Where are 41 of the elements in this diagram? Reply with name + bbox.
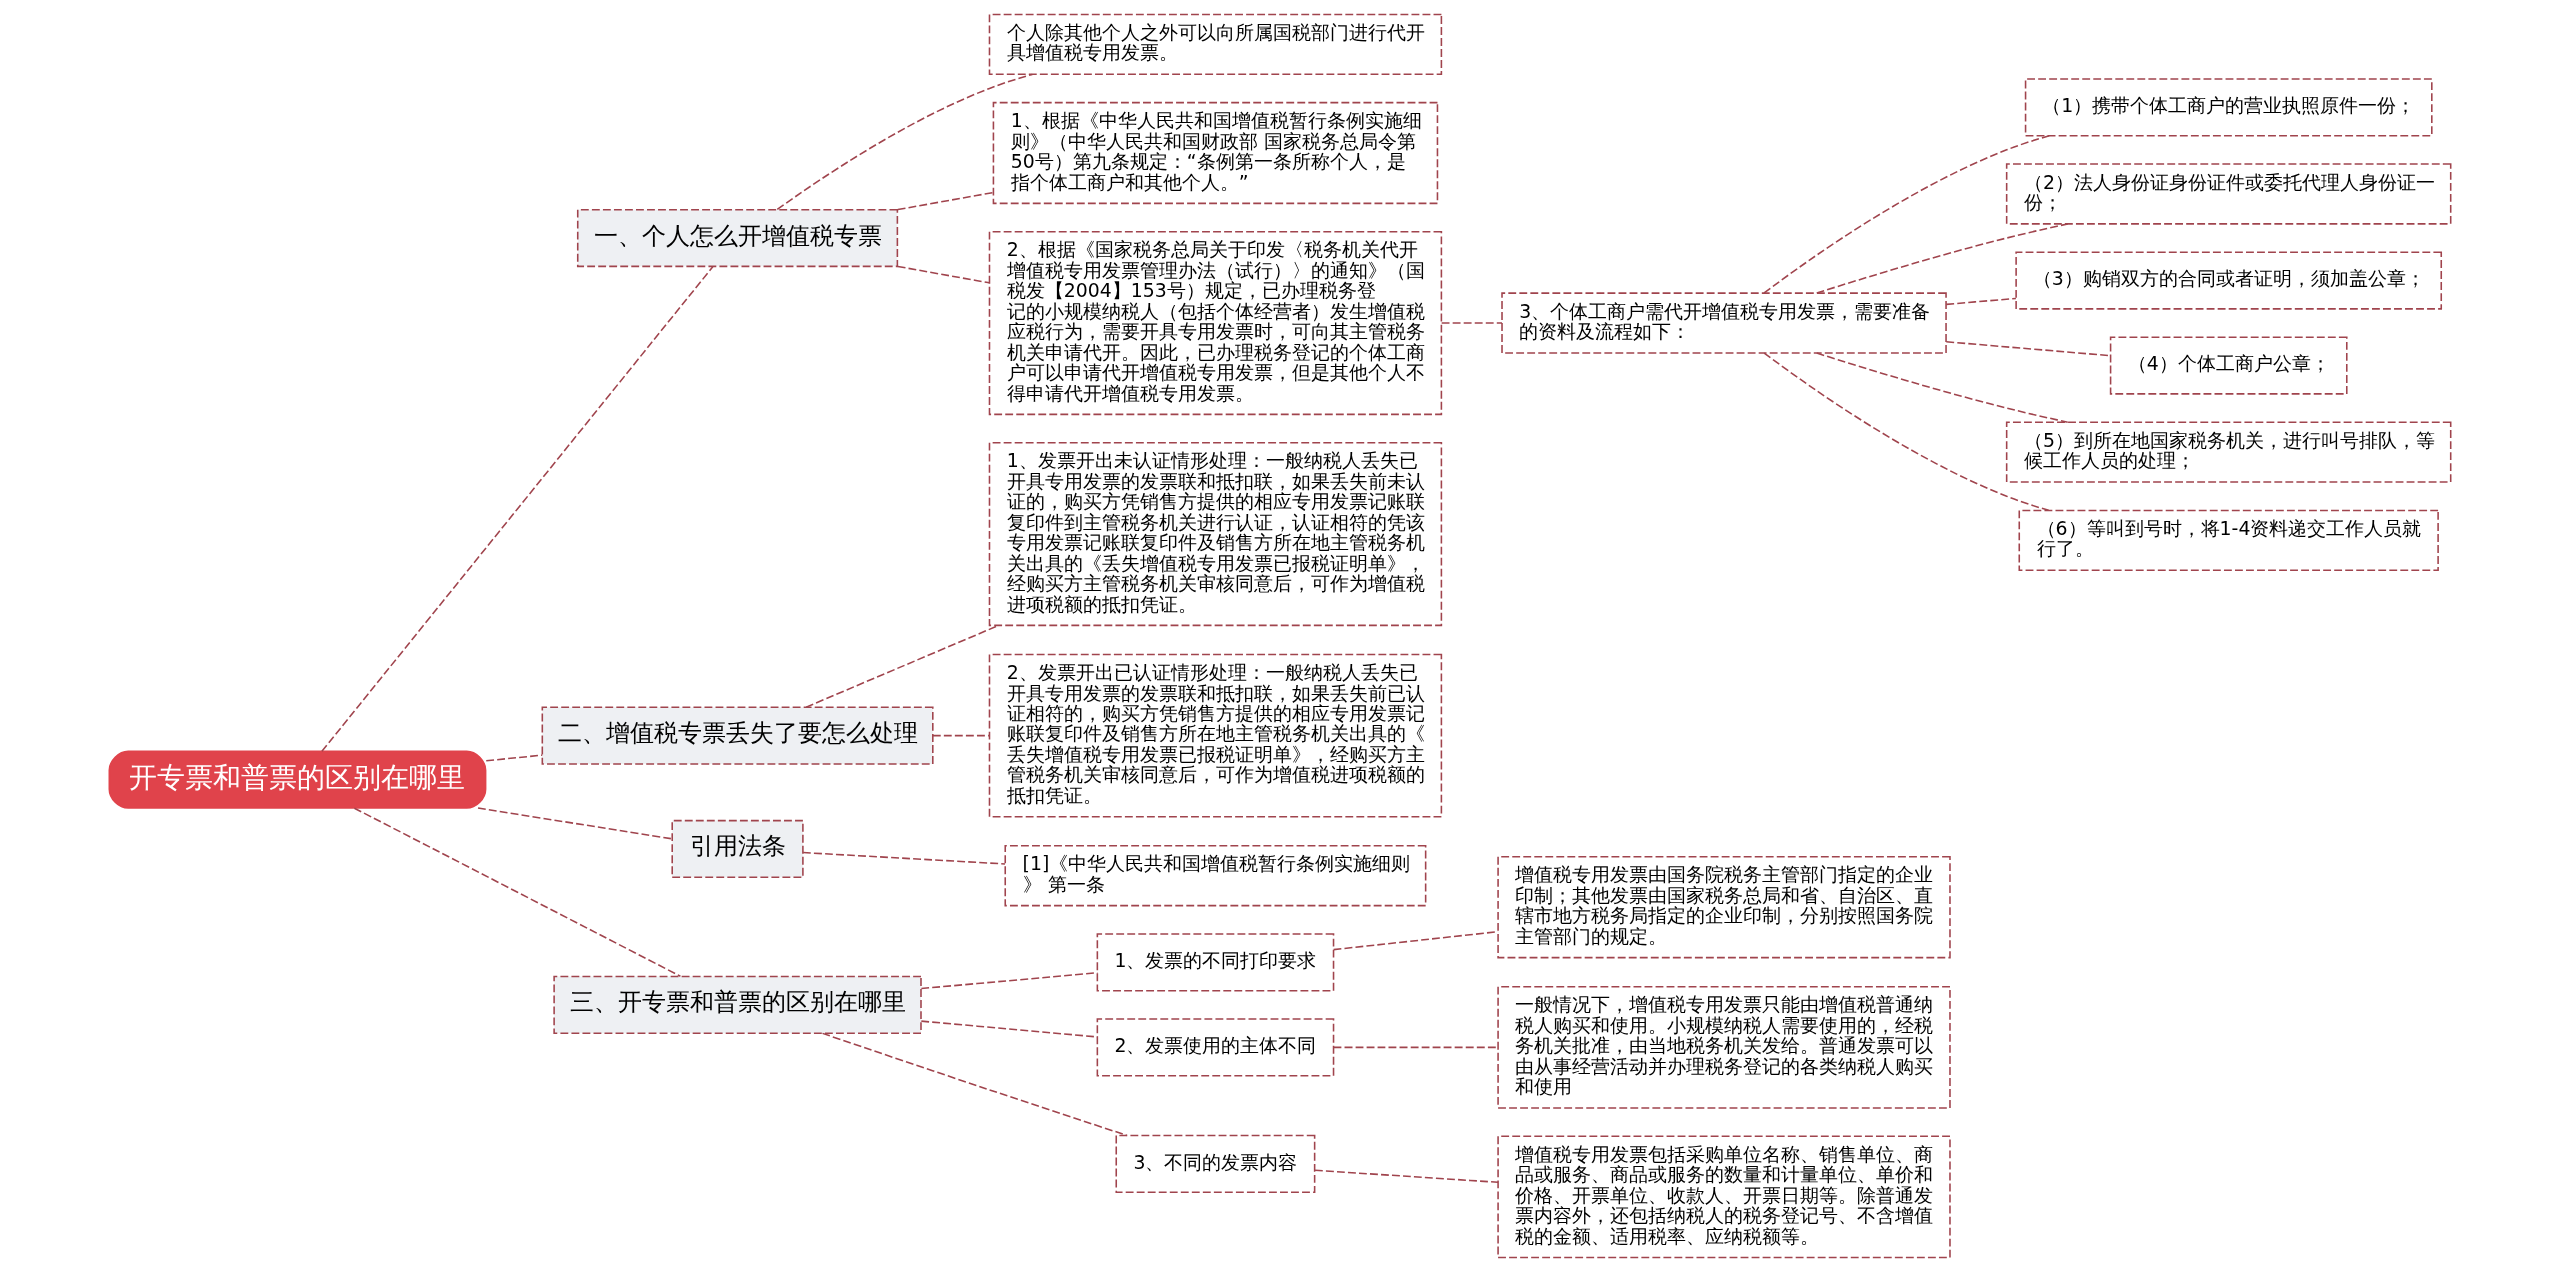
connector bbox=[932, 734, 990, 737]
connector bbox=[1815, 352, 2069, 423]
connector bbox=[1945, 297, 2017, 306]
node-box: 1、发票开出未认证情形处理：一般纳税人丢失已开具专用发票的发票联和抵扣联，如果丢失前未认证的，购买方凭销售方提供的相应专用发票记账联复印件到主管税务机关进行认证，认证相符的凭该专用发票记账联复印件及销售方所在地主管税务机关出具的《丢失增值税专用发票已报税证明单》，经购买方主管税务机关审核同意后，可作为增值税进项税额的抵扣凭证。 bbox=[988, 441, 1443, 627]
node-box: 引用法条 bbox=[671, 819, 804, 879]
connector bbox=[897, 265, 991, 284]
connector bbox=[1763, 135, 2051, 294]
node-box: 一、个人怎么开增值税专票 bbox=[576, 208, 899, 268]
node-box: 1、发票的不同打印要求 bbox=[1096, 933, 1335, 992]
node-box: 增值税专用发票由国务院税务主管部门指定的企业印制；其他发票由国家税务总局和省、自治区、直辖市地方税务局指定的企业印制，分别按照国务院主管部门的规定。 bbox=[1497, 856, 1951, 959]
connector bbox=[321, 265, 714, 753]
node-box: 一般情况下，增值税专用发票只能由增值税普通纳税人购买和使用。小规模纳税人需要使用的，经税务机关批准，由当地税务机关发给。普通发票可以由从事经营活动并办理税务登记的各类纳税人购买和使用 bbox=[1497, 985, 1951, 1109]
connector bbox=[353, 807, 682, 977]
node-box: 3、不同的发票内容 bbox=[1115, 1134, 1316, 1193]
connector bbox=[1440, 322, 1503, 324]
node-box: [1]《中华人民共和国增值税暂行条例实施细则》 第一条 bbox=[1004, 845, 1427, 907]
node-box: （2）法人身份证身份证件或委托代理人身份证一份； bbox=[2005, 163, 2452, 225]
node-box: 增值税专用发票包括采购单位名称、销售单位、商品或服务、商品或服务的数量和计量单位、单价和价格、开票单位、收款人、开票日期等。除普通发票内容外，还包括纳税人的税务登记号、不含增值税的金额、适用税率、应纳税额等。 bbox=[1497, 1135, 1951, 1259]
connector bbox=[897, 191, 994, 211]
connector bbox=[1332, 1046, 1499, 1049]
node-box: （3）购销双方的合同或者证明，须加盖公章； bbox=[2015, 251, 2443, 310]
node-box: 2、发票使用的主体不同 bbox=[1096, 1018, 1335, 1077]
connector bbox=[1763, 352, 2050, 512]
connector bbox=[802, 851, 1006, 865]
connector bbox=[1314, 1169, 1499, 1184]
connector bbox=[821, 1032, 1128, 1137]
node-box: 个人除其他个人之外可以向所属国税部门进行代开具增值税专用发票。 bbox=[988, 13, 1443, 76]
connector bbox=[477, 807, 673, 840]
node-box: 1、根据《中华人民共和国增值税暂行条例实施细则》（中华人民共和国财政部 国家税务总局令第50号）第九条规定：“条例第一条所称个人，是指个体工商户和其他个人。” bbox=[992, 101, 1439, 205]
node-box: 2、根据《国家税务总局关于印发〈税务机关代开增值税专用发票管理办法（试行）〉的通知》（国税发【2004】153号）规定，已办理税务登记的小规模纳税人（包括个体经营者）发生增值税应税行为，需要开具专用发票时，可向其主管税务机关申请代开。因此，已办理税务登记的个体工商户可以申请代开增值税专用发票，但是其他个人不得申请代开增值税专用发票。 bbox=[988, 230, 1443, 416]
connector bbox=[485, 754, 543, 762]
node-box: 三、开专票和普票的区别在哪里 bbox=[553, 975, 922, 1034]
node-box: 二、增值税专票丢失了要怎么处理 bbox=[541, 706, 934, 765]
node-box: 2、发票开出已认证情形处理：一般纳税人丢失已开具专用发票的发票联和抵扣联，如果丢失前已认证相符的，购买方凭销售方提供的相应专用发票记账联复印件及销售方所在地主管税务机关出具的《丢失增值税专用发票已报税证明单》，经购买方主管税务机关审核同意后，可作为增值税进项税额的抵扣凭证。 bbox=[988, 653, 1443, 818]
node-box: 开专票和普票的区别在哪里 bbox=[108, 750, 487, 809]
connector bbox=[776, 73, 1034, 211]
node-box: （4）个体工商户公章； bbox=[2109, 336, 2348, 395]
node-box: 3、个体工商户需代开增值税专用发票，需要准备的资料及流程如下： bbox=[1501, 292, 1947, 354]
node-box: （1）携带个体工商户的营业执照原件一份； bbox=[2024, 78, 2433, 137]
node-box: （5）到所在地国家税务机关，进行叫号排队，等候工作人员的处理； bbox=[2005, 421, 2452, 483]
node-box: （6）等叫到号时，将1-4资料递交工作人员就行了。 bbox=[2018, 509, 2439, 572]
